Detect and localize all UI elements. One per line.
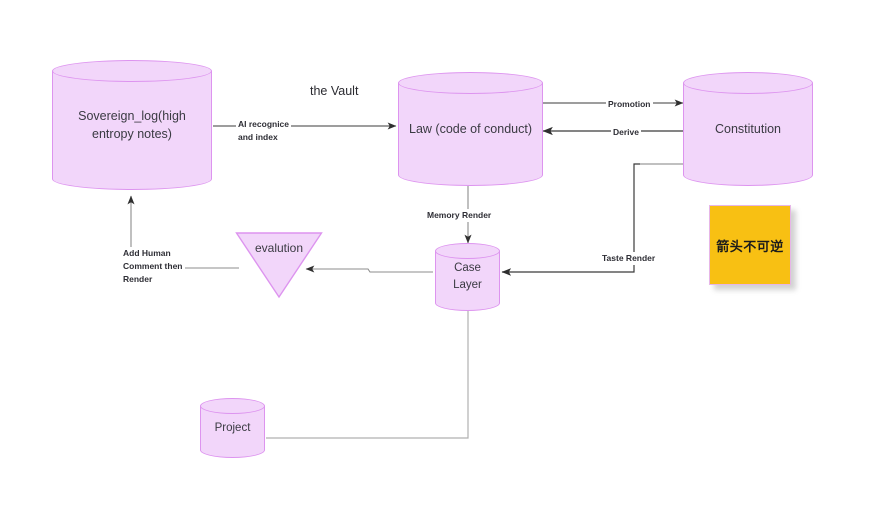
node-case-layer[interactable]: Case Layer [435, 243, 500, 311]
sticky-note[interactable]: 箭头不可逆 [709, 205, 791, 285]
node-label-law: Law (code of conduct) [409, 121, 532, 136]
cylinder-body [683, 83, 813, 175]
edge-case-layer-to-evalution [305, 265, 433, 273]
cylinder-body [398, 83, 543, 175]
cylinder-top-ellipse [398, 72, 543, 94]
node-project[interactable]: Project [200, 398, 265, 458]
edge-label-add-human-comment: Add Human Comment then Render [121, 247, 185, 287]
node-label-case-layer: Case Layer [453, 262, 482, 291]
cylinder-top-ellipse [52, 60, 212, 82]
edge-label-derive: Derive [611, 126, 641, 140]
cylinder-top-ellipse [683, 72, 813, 94]
edge-label-promotion: Promotion [606, 98, 653, 112]
edge-label-ai-recognize: AI recognice and index [236, 118, 292, 145]
node-sovereign-log[interactable]: Sovereign_log(high entropy notes) [52, 60, 212, 190]
cylinder-top-ellipse [200, 398, 265, 414]
edge-label-memory-render: Memory Render [425, 209, 494, 223]
edge-project-to-case-layer [266, 311, 469, 439]
node-law[interactable]: Law (code of conduct) [398, 72, 543, 186]
cylinder-body [52, 71, 212, 179]
cylinder-top-ellipse [435, 243, 500, 259]
node-evalution[interactable]: evalution [235, 231, 323, 299]
node-label-constitution: Constitution [714, 121, 781, 136]
node-constitution[interactable]: Constitution [683, 72, 813, 186]
cylinder-body [435, 251, 500, 303]
triangle-shape [235, 232, 323, 299]
node-label-project: Project [214, 421, 251, 434]
node-label-evalution: evalution [254, 241, 304, 255]
edge-label-taste-render: Taste Render [600, 252, 658, 266]
diagram-title-the-vault: the Vault [310, 84, 359, 98]
sticky-note-text: 箭头不可逆 [716, 238, 784, 254]
node-label-sovereign-log: Sovereign_log(high entropy notes) [78, 108, 186, 141]
